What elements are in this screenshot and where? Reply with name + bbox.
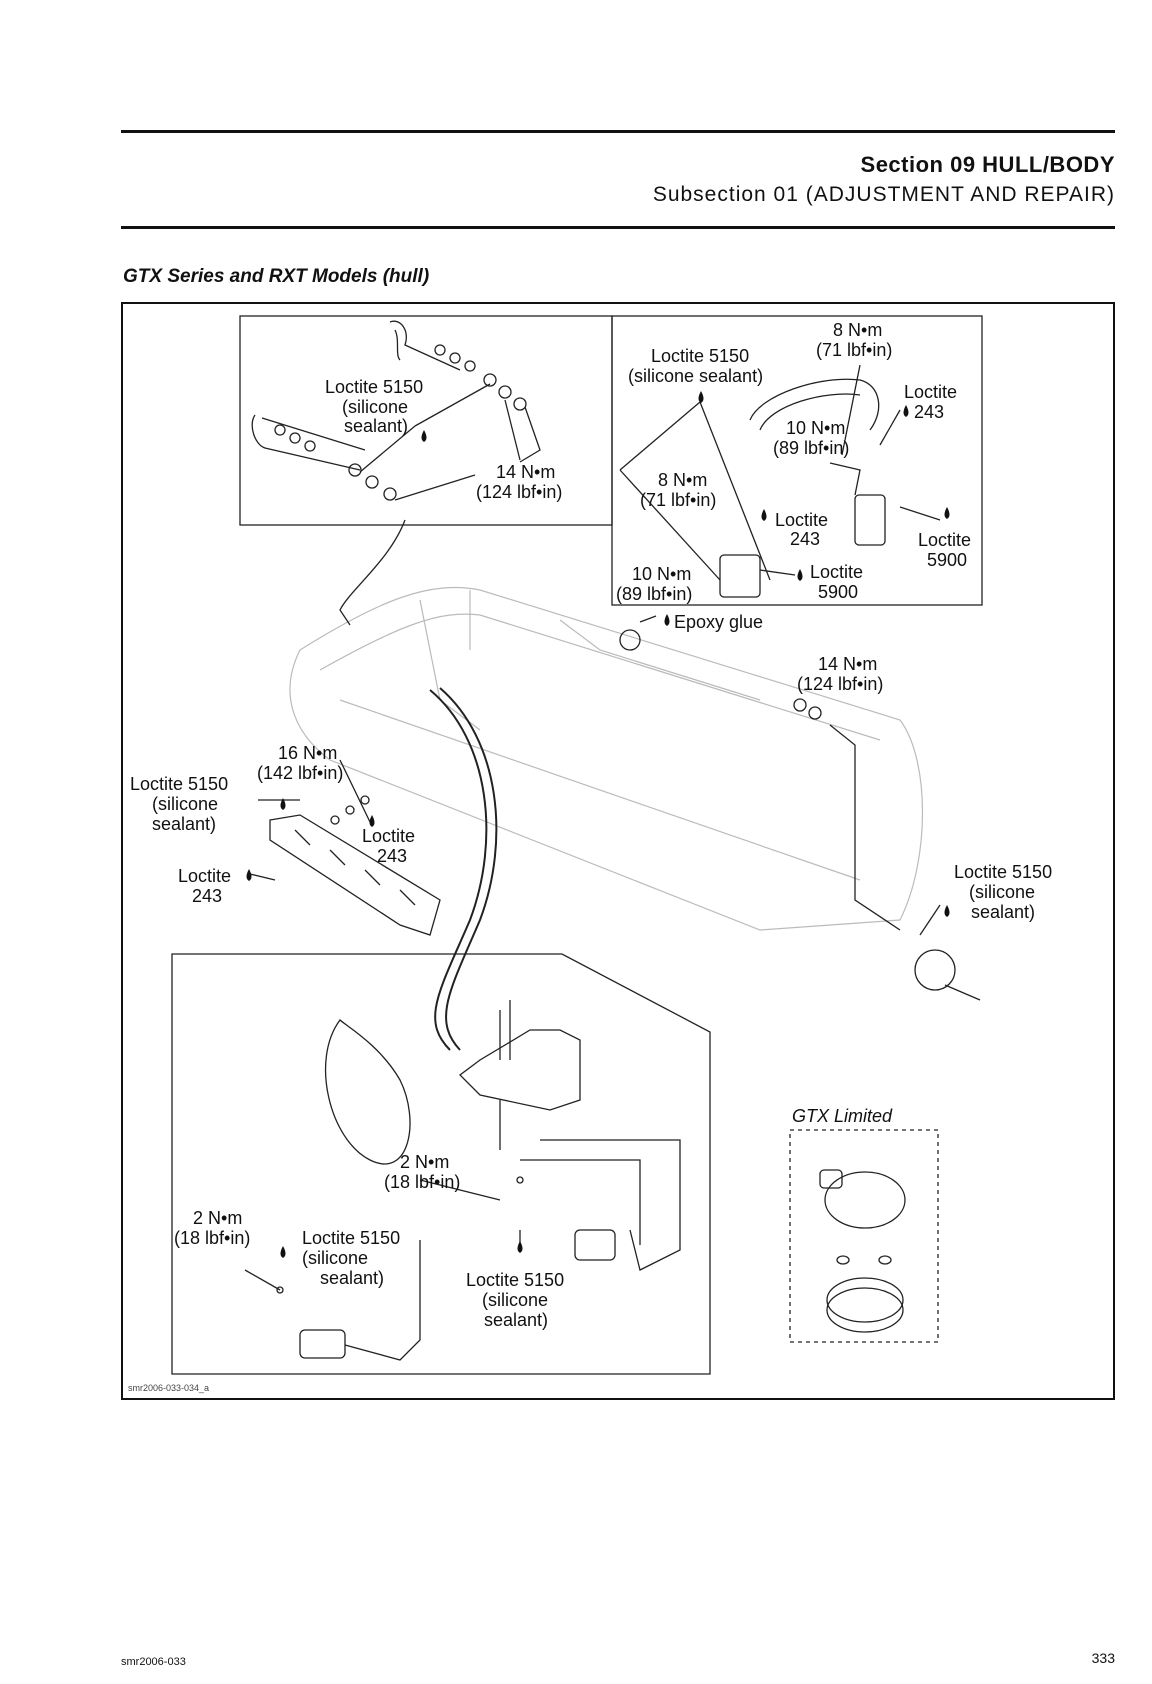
drop-icon <box>421 430 427 442</box>
callout-loctite-243-tr: Loctite <box>904 382 957 402</box>
gtx-limited-part <box>819 1169 906 1333</box>
callout-loctite-5150-right: Loctite 5150 <box>954 862 1052 882</box>
callout-torque-8b-tr: 8 N•m <box>658 470 707 490</box>
drop-icon <box>761 509 767 521</box>
epoxy-cap <box>619 629 641 651</box>
callout-loctite-5900b-tr: Loctite <box>810 562 863 582</box>
callout-torque-2-b: (18 lbf•in) <box>384 1172 460 1192</box>
header-top-rule <box>121 130 1115 133</box>
callout-torque-2-b2: 2 N•m <box>193 1208 242 1228</box>
drop-icon <box>517 1241 523 1253</box>
callout-loctite-243-left: 243 <box>377 846 407 866</box>
callout-loctite-243-left: Loctite <box>362 826 415 846</box>
inset-gtx-limited <box>789 1129 939 1343</box>
callout-torque-16: 16 N•m <box>278 743 337 763</box>
callout-loctite-5900-tr: 5900 <box>927 550 967 570</box>
callout-torque-10-tr: (89 lbf•in) <box>773 438 849 458</box>
callout-loctite-5150-b2: Loctite 5150 <box>466 1270 564 1290</box>
callout-torque-2-b: 2 N•m <box>400 1152 449 1172</box>
footer-doc-code: smr2006-033 <box>121 1656 186 1668</box>
top-right-components <box>619 364 941 598</box>
callout-torque-14-tl: 14 N•m <box>496 462 555 482</box>
callout-loctite-5900b-tr: 5900 <box>818 582 858 602</box>
callout-torque-2-b2: (18 lbf•in) <box>174 1228 250 1248</box>
callout-loctite-5150-tl: Loctite 5150 <box>325 377 423 397</box>
subsection-title: Subsection 01 (ADJUSTMENT AND REPAIR) <box>652 183 1115 206</box>
figure-title: GTX Series and RXT Models (hull) <box>123 266 430 287</box>
drop-icon <box>944 507 950 519</box>
inset-bottom <box>171 953 711 1375</box>
callout-loctite-243b-tr: Loctite <box>775 510 828 530</box>
callout-torque-10b-tr: (89 lbf•in) <box>616 584 692 604</box>
drop-icon <box>664 614 670 626</box>
drop-icon <box>246 869 252 881</box>
drain-tube <box>429 689 488 1051</box>
callout-loctite-5150-b: sealant) <box>320 1268 384 1288</box>
bilge-components <box>244 1000 681 1361</box>
drop-icon <box>280 1246 286 1258</box>
drop-icon <box>280 798 286 810</box>
page-number: 333 <box>1091 1650 1115 1666</box>
callout-torque-16: (142 lbf•in) <box>257 763 343 783</box>
hull-outline <box>289 587 924 931</box>
callout-loctite-5150-right: (silicone <box>969 882 1035 902</box>
loctite-drop-icons <box>246 391 950 1258</box>
callout-loctite-5900-tr: Loctite <box>918 530 971 550</box>
callout-loctite-5150-tr: Loctite 5150 <box>651 346 749 366</box>
callout-loctite-5150-b2: (silicone <box>482 1290 548 1310</box>
drop-icon <box>797 569 803 581</box>
top-left-handles <box>251 320 541 501</box>
section-title: Section 09 HULL/BODY <box>860 152 1115 177</box>
grab-handle <box>249 759 441 936</box>
callout-epoxy-glue: Epoxy glue <box>674 612 763 632</box>
figure-frame <box>121 302 1115 1400</box>
callout-loctite-5150-b: (silicone <box>302 1248 368 1268</box>
header-bottom-rule <box>121 226 1115 229</box>
callout-loctite-243b-left: 243 <box>192 886 222 906</box>
callout-loctite-243b-left: Loctite <box>178 866 231 886</box>
callout-torque-8-tr: (71 lbf•in) <box>816 340 892 360</box>
callout-loctite-5150-tl: sealant) <box>344 416 408 436</box>
vent-assembly <box>793 698 981 1001</box>
figure-code: smr2006-033-034_a <box>128 1383 209 1393</box>
drop-icon <box>944 905 950 917</box>
callout-loctite-5150-left: (silicone <box>152 794 218 814</box>
callout-torque-10b-tr: 10 N•m <box>632 564 691 584</box>
callout-loctite-5150-right: sealant) <box>971 902 1035 922</box>
callout-loctite-243-tr: 243 <box>914 402 944 422</box>
callout-loctite-5150-left: Loctite 5150 <box>130 774 228 794</box>
callout-torque-8-tr: 8 N•m <box>833 320 882 340</box>
callout-loctite-243b-tr: 243 <box>790 529 820 549</box>
callout-loctite-5150-b: Loctite 5150 <box>302 1228 400 1248</box>
callout-loctite-5150-tr: (silicone sealant) <box>628 366 763 386</box>
callout-torque-8b-tr: (71 lbf•in) <box>640 490 716 510</box>
drop-icon <box>698 391 704 403</box>
callout-torque-14-tl: (124 lbf•in) <box>476 482 562 502</box>
callout-loctite-5150-tl: (silicone <box>342 397 408 417</box>
callout-torque-14-mr: 14 N•m <box>818 654 877 674</box>
gtx-limited-label: GTX Limited <box>792 1106 893 1126</box>
drop-icon <box>903 405 909 417</box>
inset-top-right <box>611 315 983 606</box>
callout-torque-14-mr: (124 lbf•in) <box>797 674 883 694</box>
callout-torque-10-tr: 10 N•m <box>786 418 845 438</box>
callout-loctite-5150-b2: sealant) <box>484 1310 548 1330</box>
callout-loctite-5150-left: sealant) <box>152 814 216 834</box>
drop-icon <box>369 815 375 827</box>
